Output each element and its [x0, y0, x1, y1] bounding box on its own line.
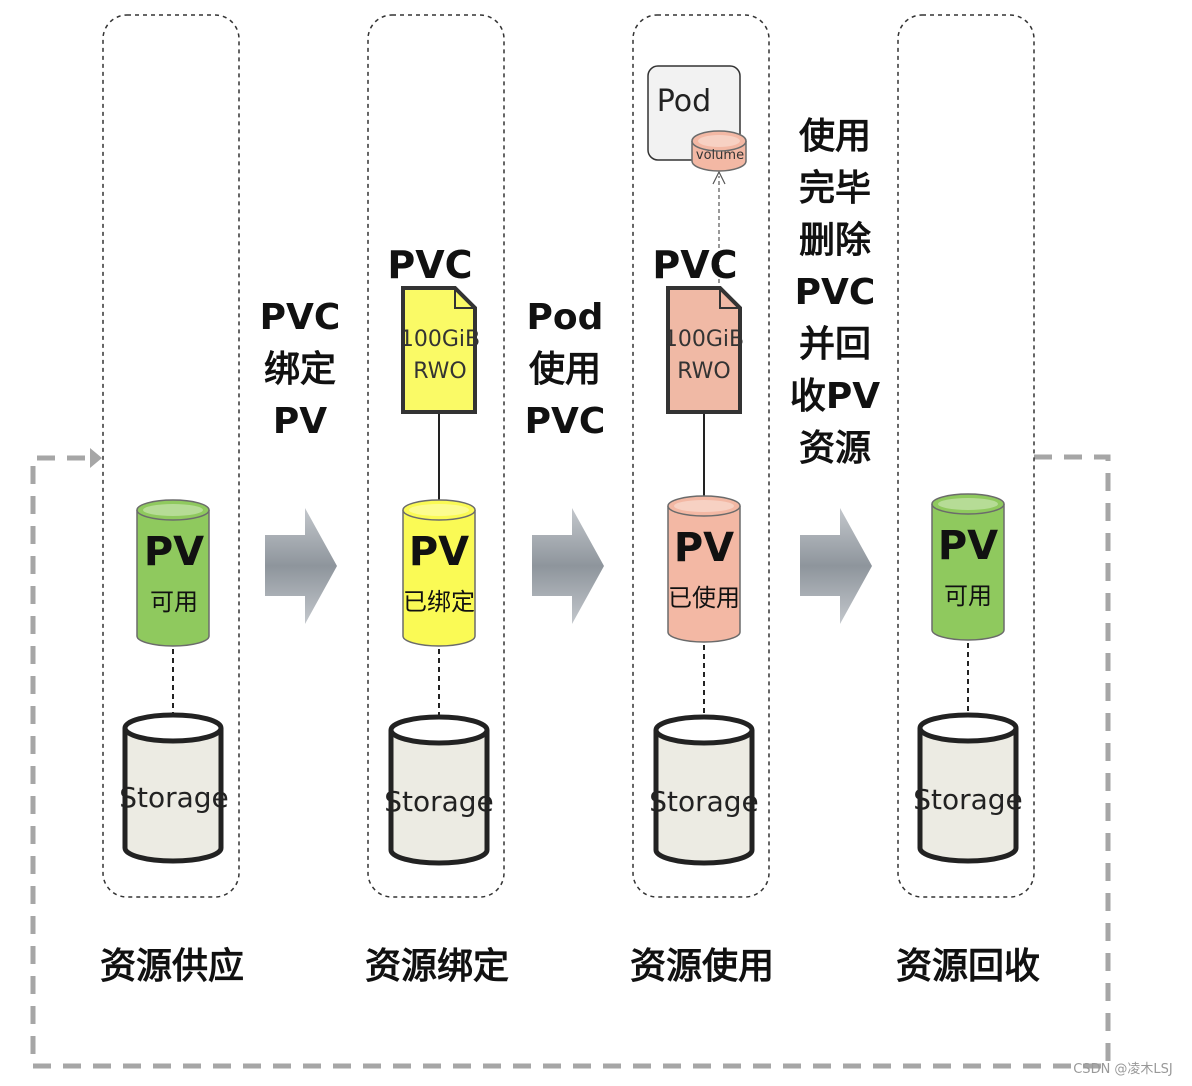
- pv-cylinder-1-highlight: [143, 504, 203, 516]
- pv-cylinder-1-top: [136, 499, 210, 521]
- storage-cylinder-3-top: [653, 714, 755, 746]
- pv-cylinder-1-body: [136, 510, 210, 647]
- stage-column-1: [102, 14, 240, 898]
- storage-cylinder-2-body: [388, 730, 490, 866]
- pvc-title-3: PVC: [652, 243, 738, 288]
- storage-cylinder-3-body: [653, 730, 755, 866]
- volume-label: volume: [695, 147, 745, 163]
- transition-arrow-2: [532, 508, 604, 624]
- transition-label-use: Pod 使用 PVC: [524, 297, 606, 442]
- storage-cylinder-4: [917, 712, 1019, 864]
- storage-cylinder-1-body: [122, 728, 224, 864]
- storage-cylinder-4-top: [917, 712, 1019, 744]
- storage-cylinder-1: [122, 712, 224, 864]
- stage-label-reclaim: 资源回收: [895, 946, 1040, 988]
- pv-title-1: PV: [143, 529, 205, 575]
- pv-cylinder-3: [667, 495, 741, 643]
- pv-cylinder-2-highlight: [409, 504, 469, 516]
- pv-status-2: 已绑定: [403, 588, 475, 617]
- pv-cylinder-4-body: [931, 504, 1005, 641]
- stage-label-binding: 资源绑定: [364, 946, 509, 988]
- pv-cylinder-2-body: [402, 510, 476, 647]
- pvc-mode-2: RWO: [413, 359, 467, 384]
- pv-cylinder-3-body: [667, 506, 741, 643]
- stage-label-using: 资源使用: [629, 946, 774, 988]
- volume-cylinder: [691, 130, 747, 172]
- pv-title-3: PV: [673, 525, 735, 571]
- transition-arrow-1: [265, 508, 337, 624]
- pv-cylinder-3-highlight: [674, 500, 734, 512]
- transition-label-bind: PVC 绑定 PV: [259, 297, 341, 442]
- pvc-mode-3: RWO: [677, 359, 731, 384]
- storage-label-4: Storage: [913, 782, 1023, 816]
- pv-cylinder-2-top: [402, 499, 476, 521]
- pv-cylinder-4-highlight: [938, 498, 998, 510]
- pv-cylinder-1: [136, 499, 210, 647]
- pvc-doc-2-page: [401, 286, 477, 414]
- loop-dashed-line: [30, 454, 1111, 1069]
- storage-label-2: Storage: [384, 784, 494, 818]
- pv-title-4: PV: [937, 523, 999, 569]
- pvc-doc-3-page: [666, 286, 742, 414]
- pvc-doc-3-fold: [719, 288, 740, 309]
- pvc-capacity-2: 100GiB: [399, 327, 481, 352]
- storage-cylinder-4-body: [917, 728, 1019, 864]
- pv-cylinder-2: [402, 499, 476, 647]
- storage-label-3: Storage: [649, 784, 759, 818]
- pv-status-3: 已使用: [668, 584, 740, 613]
- pvc-capacity-3: 100GiB: [663, 327, 745, 352]
- transition-arrow-3: [800, 508, 872, 624]
- loop-arrowhead: [90, 448, 102, 468]
- stage-column-4: [897, 14, 1035, 898]
- storage-label-1: Storage: [119, 780, 229, 814]
- stage-column-2: [367, 14, 505, 898]
- volume-cylinder-top: [691, 130, 747, 152]
- volume-cylinder-highlight: [698, 135, 740, 147]
- storage-cylinder-2-top: [388, 714, 490, 746]
- pvc-doc-2-fold: [454, 288, 475, 309]
- pv-status-4: 可用: [944, 582, 992, 611]
- volume-link-arrowhead: [712, 170, 726, 185]
- pv-cylinder-4-top: [931, 493, 1005, 515]
- stage-label-provision: 资源供应: [99, 946, 244, 988]
- stage-column-3: [632, 14, 770, 898]
- transition-label-reclaim: 使用 完毕 删除 PVC 并回 收PV 资源: [789, 116, 881, 469]
- storage-cylinder-2: [388, 714, 490, 866]
- storage-cylinder-1-top: [122, 712, 224, 744]
- watermark: CSDN @凌木LSJ: [1073, 1061, 1173, 1077]
- pv-cylinder-3-top: [667, 495, 741, 517]
- pod-label: Pod: [656, 83, 712, 119]
- pv-status-1: 可用: [150, 588, 198, 617]
- pvc-title-2: PVC: [387, 243, 473, 288]
- storage-cylinder-3: [653, 714, 755, 866]
- pv-title-2: PV: [408, 529, 470, 575]
- pv-cylinder-4: [931, 493, 1005, 641]
